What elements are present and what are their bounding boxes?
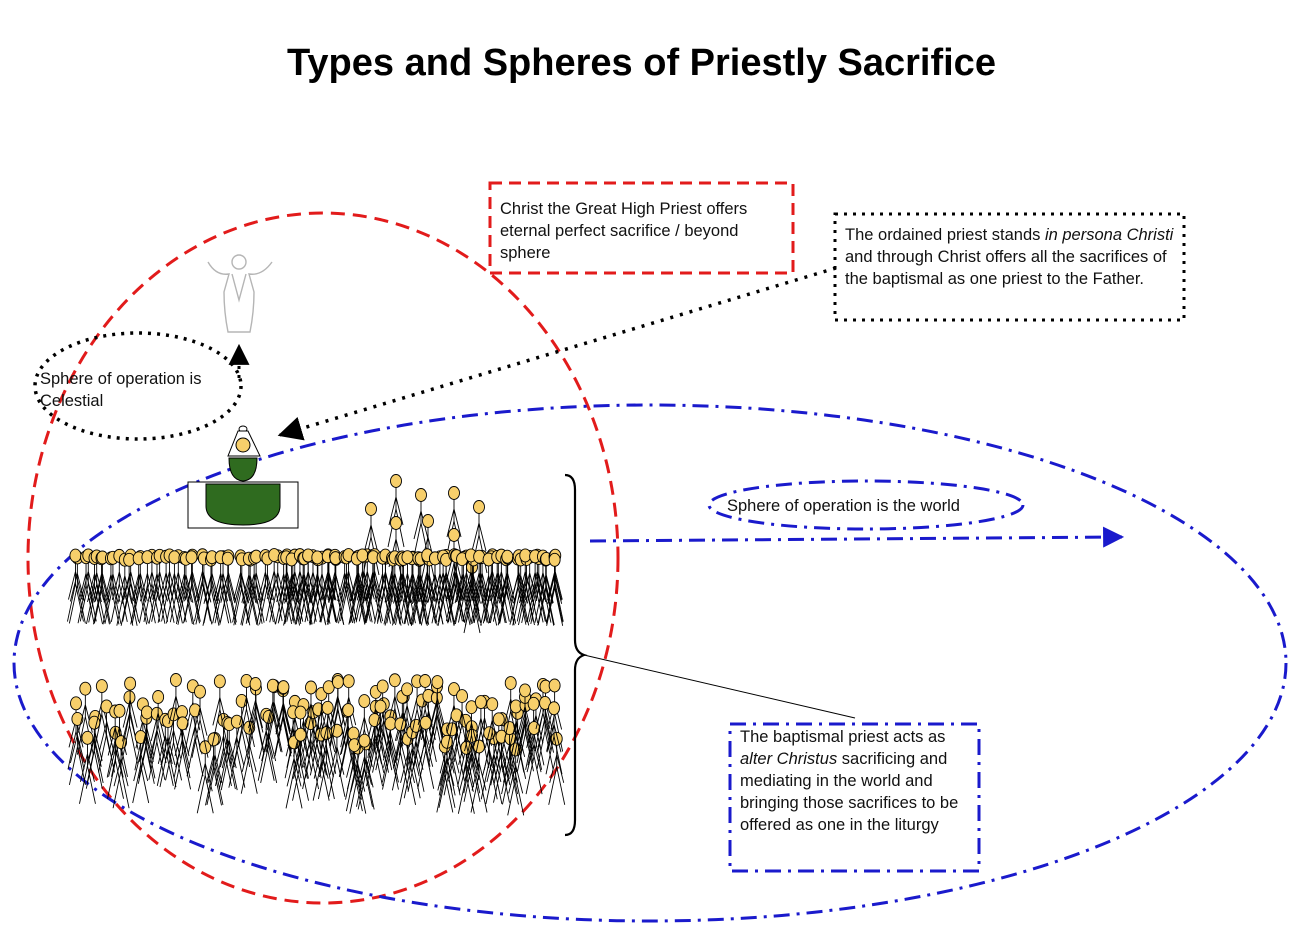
person-figure-icon [68,712,86,786]
person-figure-icon [219,551,237,625]
person-figure-icon [196,740,214,814]
person-figure-icon [516,548,534,622]
celestial-label-ellipse [33,331,243,441]
person-figure-icon [79,730,96,804]
person-figure-icon [247,549,265,623]
baptismal-text-1: The baptismal priest acts as [740,728,946,746]
person-figure-icon [67,548,84,622]
person-figure-icon [546,552,564,626]
person-figure-icon [525,721,543,795]
person-figure-icon [372,699,389,773]
person-figure-icon [356,733,373,807]
baptismal-text-emphasis: alter Christus [740,750,838,768]
person-figure-icon [536,695,554,770]
ordained-priest-label: The ordained priest stands in persona Ch… [845,224,1177,290]
world-sphere-label: Sphere of operation is the world [727,497,960,515]
person-figure-icon [264,678,282,752]
arrow-to-world [589,526,1125,548]
baptismal-priest-label: The baptismal priest acts as alter Chris… [740,726,972,836]
person-figure-icon [501,721,519,795]
person-figure-icon [93,550,111,624]
person-figure-icon [165,550,183,624]
celestial-sphere-circle [26,211,620,905]
person-figure-icon [247,677,264,751]
person-figure-icon [76,681,94,755]
person-figure-icon [151,548,169,622]
person-figure-icon [191,684,209,758]
ordained-text-1: The ordained priest stands [845,226,1045,244]
person-figure-icon [319,700,337,774]
altar-icon [187,481,299,529]
person-figure-icon [355,694,373,768]
person-figure-icon [174,716,192,790]
connector-line [583,654,856,719]
ordained-text-2: and through Christ offers all the sacrif… [845,248,1167,288]
person-figure-icon [362,502,380,576]
person-figure-icon [283,552,301,626]
person-figure-icon [183,550,200,624]
person-figure-icon [138,705,156,779]
person-figure-icon [516,683,534,757]
baptismal-text-2: sacrificing and mediating in the world a… [740,750,959,834]
person-figure-icon [349,740,367,814]
person-figure-icon [382,716,399,790]
person-figure-icon [329,675,347,749]
baptismal-box [728,722,981,873]
person-figure-icon [428,675,446,749]
person-figure-icon [149,690,167,764]
christ-figure-icon [207,254,273,333]
person-figure-icon [412,488,430,562]
person-figure-icon [525,696,543,770]
person-figure-icon [483,697,501,771]
baptismal-crowd [67,474,566,816]
person-figure-icon [112,735,130,809]
person-figure-icon [386,673,404,747]
world-sphere-ellipse [12,403,1288,923]
arrow-ordained-to-priest [277,266,837,441]
christ-high-priest-label: Christ the Great High Priest offers eter… [500,200,748,262]
person-figure-icon [445,682,463,756]
person-figure-icon [470,549,488,623]
person-figure-icon [545,701,563,775]
priest-figure-icon [227,425,261,482]
person-figure-icon [387,474,405,548]
person-figure-icon [453,552,471,626]
person-figure-icon [211,674,229,748]
crowd-brace [564,473,588,837]
page-title: Types and Spheres of Priestly Sacrifice [287,42,996,84]
person-figure-icon [85,715,103,789]
christ-box [488,181,795,275]
person-figure-icon [445,486,463,560]
celestial-sphere-label: Sphere of operation is Celestial [40,370,202,410]
person-figure-icon [443,722,461,796]
person-figure-icon [292,727,309,801]
ordained-text-emphasis: in persona Christi [1044,226,1174,244]
person-figure-icon [417,715,435,789]
person-figure-icon [130,551,148,625]
world-label-ellipse [707,479,1025,531]
person-figure-icon [302,680,320,754]
